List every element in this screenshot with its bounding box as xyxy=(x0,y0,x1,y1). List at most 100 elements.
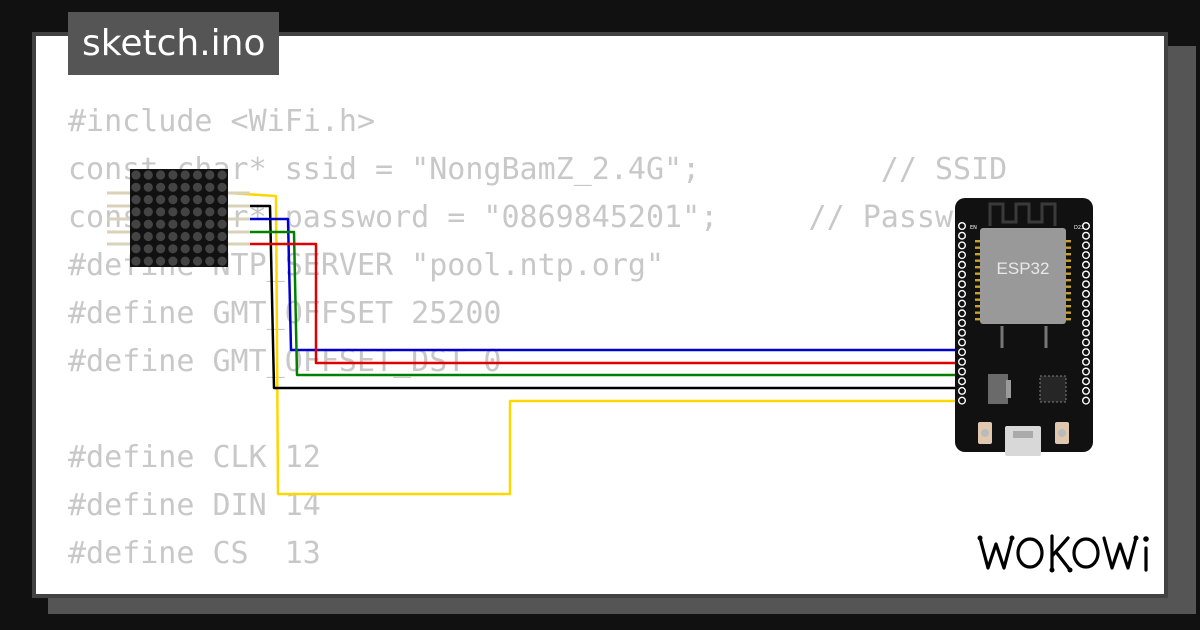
led-dot xyxy=(217,170,227,180)
header-pin[interactable] xyxy=(1081,338,1090,347)
module-castellation xyxy=(975,266,981,269)
led-dot xyxy=(205,231,215,242)
svg-text:EN: EN xyxy=(970,225,977,231)
header-pins xyxy=(958,221,1090,405)
header-pin[interactable] xyxy=(1081,328,1090,337)
sketch-tab[interactable]: sketch.ino xyxy=(68,12,280,75)
led-dot xyxy=(180,207,190,217)
header-pin[interactable] xyxy=(958,386,967,395)
module-castellation xyxy=(1065,318,1071,321)
led-dot xyxy=(156,170,166,180)
header-pin[interactable] xyxy=(1081,367,1090,376)
header-pin[interactable] xyxy=(958,328,967,337)
code-line-5: #define GMT_OFFSET 25200 xyxy=(68,296,502,331)
header-pin[interactable] xyxy=(1081,377,1090,386)
header-pin[interactable] xyxy=(1081,309,1090,318)
led-dot xyxy=(156,231,166,242)
esp32-module-shield xyxy=(980,228,1066,324)
led-dot xyxy=(217,231,227,242)
header-pin[interactable] xyxy=(958,357,967,366)
header-pin[interactable] xyxy=(958,270,967,279)
wire-green[interactable] xyxy=(228,230,962,377)
esp32-board[interactable]: ESP32 EN D23 xyxy=(955,198,1093,456)
header-pin[interactable] xyxy=(958,319,967,328)
led-dot xyxy=(217,207,227,217)
module-castellation xyxy=(975,253,981,256)
header-pin[interactable] xyxy=(958,260,967,269)
module-castellation xyxy=(1065,259,1071,262)
led-dot xyxy=(168,207,178,217)
led-dot xyxy=(143,195,153,205)
header-pin[interactable] xyxy=(958,231,967,240)
wire-black[interactable] xyxy=(228,204,962,390)
led-dot xyxy=(205,182,215,192)
led-dot xyxy=(217,244,227,254)
led-dot xyxy=(205,170,215,180)
header-pin[interactable] xyxy=(958,251,967,260)
header-pin[interactable] xyxy=(1081,280,1090,289)
header-pin[interactable] xyxy=(1081,221,1090,230)
header-pin[interactable] xyxy=(1081,299,1090,308)
header-pin[interactable] xyxy=(1081,319,1090,328)
header-pin[interactable] xyxy=(1081,348,1090,357)
led-dot xyxy=(168,182,178,192)
module-castellation xyxy=(975,272,981,275)
header-pin[interactable] xyxy=(958,396,967,405)
led-dot xyxy=(192,231,203,242)
led-dot xyxy=(205,256,215,266)
led-dot xyxy=(168,244,178,254)
header-pin[interactable] xyxy=(958,221,967,230)
header-pin[interactable] xyxy=(958,299,967,308)
header-pin[interactable] xyxy=(958,280,967,289)
header-pin[interactable] xyxy=(958,309,967,318)
led-dot xyxy=(217,219,227,229)
led-dot xyxy=(168,256,178,266)
header-pin[interactable] xyxy=(1081,241,1090,250)
header-pin[interactable] xyxy=(958,377,967,386)
header-pin[interactable] xyxy=(1081,251,1090,260)
module-castellation xyxy=(975,259,981,262)
module-castellation xyxy=(1065,285,1071,288)
svg-text:D23: D23 xyxy=(1074,225,1084,231)
header-pin[interactable] xyxy=(1081,357,1090,366)
wire-yellow[interactable] xyxy=(227,191,1087,496)
usb-port[interactable] xyxy=(1005,426,1041,456)
led-dot xyxy=(217,256,227,266)
wire-blue[interactable] xyxy=(228,217,962,352)
led-dot xyxy=(156,219,166,229)
led-dot xyxy=(156,256,166,266)
header-pin[interactable] xyxy=(1081,386,1090,395)
pin-labels: EN D23 xyxy=(970,225,1084,231)
header-pin[interactable] xyxy=(1081,396,1090,405)
led-dot xyxy=(192,182,203,192)
header-pin[interactable] xyxy=(1081,270,1090,279)
led-dot xyxy=(131,182,141,192)
led-dot xyxy=(205,244,215,254)
led-matrix-pins xyxy=(107,191,250,246)
header-pin[interactable] xyxy=(1081,260,1090,269)
led-matrix[interactable] xyxy=(107,169,250,267)
led-dot xyxy=(205,207,215,217)
voltage-regulator xyxy=(988,374,1008,404)
led-dot xyxy=(143,207,153,217)
header-pin[interactable] xyxy=(1081,231,1090,240)
led-dot xyxy=(131,256,141,266)
header-pin[interactable] xyxy=(958,367,967,376)
code-line-1: #include <WiFi.h> xyxy=(68,104,376,139)
boot-button-cap xyxy=(981,429,989,437)
led-dot xyxy=(205,219,215,229)
usb-port-opening xyxy=(1013,431,1033,438)
led-dot xyxy=(192,244,203,254)
module-castellation xyxy=(1065,305,1071,308)
header-pin[interactable] xyxy=(958,348,967,357)
esp32-chip-label: ESP32 xyxy=(997,259,1050,278)
antenna-trace xyxy=(988,202,1057,226)
module-castellation xyxy=(975,285,981,288)
wire-red[interactable] xyxy=(228,242,962,365)
header-pin[interactable] xyxy=(958,289,967,298)
code-line-2: const char* ssid = "NongBamZ_2.4G"; // S… xyxy=(68,152,1008,187)
header-pin[interactable] xyxy=(1081,289,1090,298)
header-pin[interactable] xyxy=(958,338,967,347)
header-pin[interactable] xyxy=(958,241,967,250)
